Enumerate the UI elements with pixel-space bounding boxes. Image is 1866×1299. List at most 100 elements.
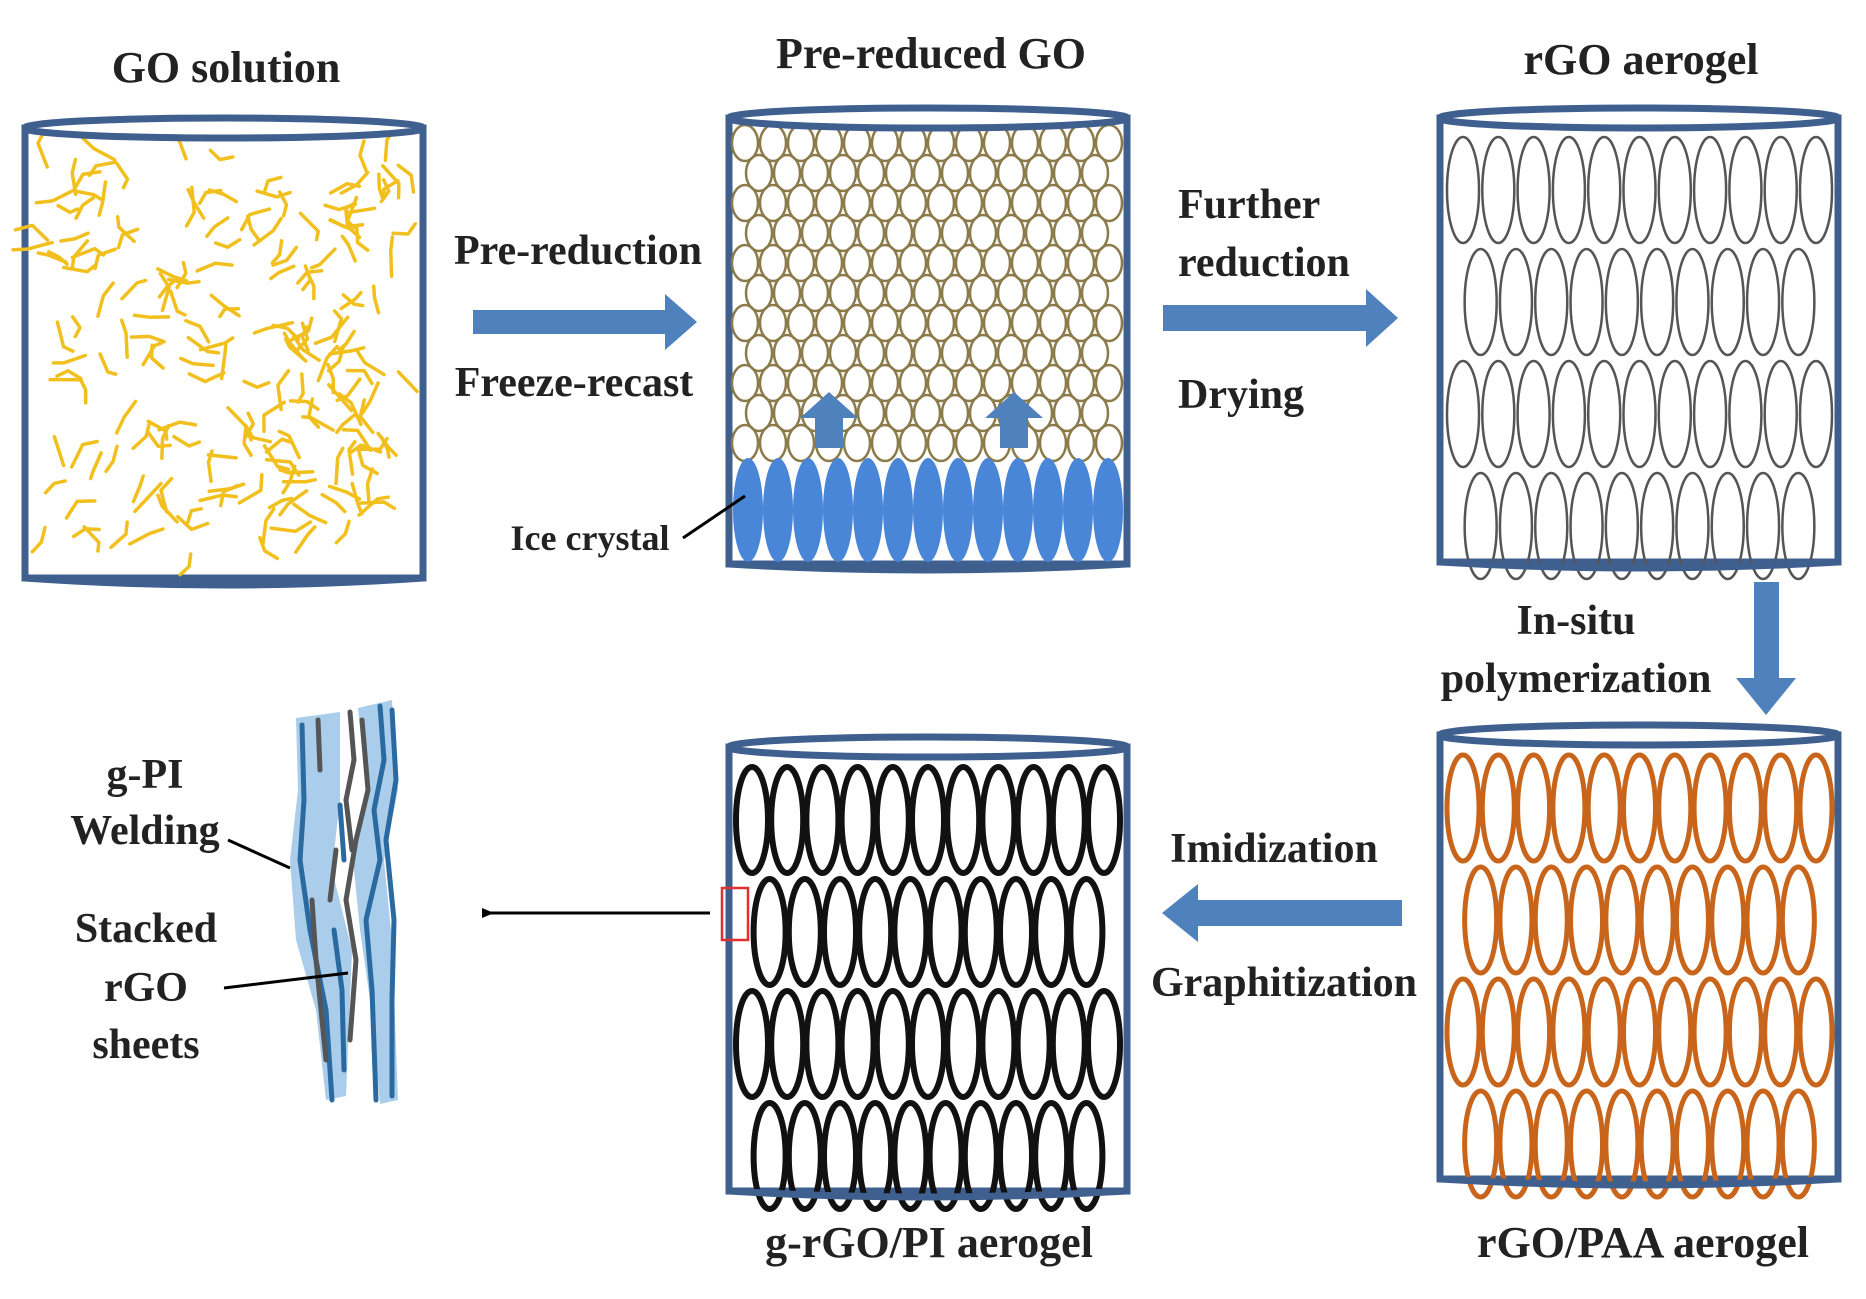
- go-flake: [262, 400, 286, 434]
- rgo-cell: [1675, 247, 1710, 357]
- pi-cell: [838, 988, 877, 1100]
- go-flake: [301, 264, 313, 292]
- pre-reduced-cell: [842, 363, 872, 403]
- pre-reduced-cell: [912, 273, 942, 313]
- go-flake: [43, 479, 67, 495]
- pre-reduced-cell: [1038, 363, 1068, 403]
- rgo-cell: [1692, 135, 1728, 245]
- title-g-rgo-pi-aerogel: g-rGO/PI aerogel: [765, 1218, 1093, 1267]
- go-flake: [172, 434, 202, 448]
- pre-reduced-cell: [730, 303, 760, 343]
- go-flake: [326, 344, 346, 373]
- pre-reduced-cell: [800, 153, 830, 193]
- pre-reduced-cell: [898, 423, 928, 463]
- go-flake: [239, 207, 272, 232]
- go-flake: [355, 226, 370, 252]
- pre-reduced-cell: [912, 213, 942, 253]
- go-flake: [377, 172, 385, 201]
- go-flake: [72, 189, 104, 202]
- go-flake: [64, 499, 97, 520]
- go-flake: [357, 495, 390, 517]
- step4-label-top: Imidization: [1170, 826, 1378, 872]
- arrow-step4: [1162, 884, 1402, 942]
- go-flake: [365, 467, 375, 503]
- pre-reduced-cell: [842, 183, 872, 223]
- rgo-cell: [1481, 135, 1516, 245]
- go-flake: [131, 423, 151, 451]
- go-flake: [80, 135, 117, 162]
- paa-cell: [1638, 864, 1676, 976]
- pi-cell: [821, 1100, 859, 1212]
- go-flake: [334, 519, 351, 545]
- pre-reduced-cell: [730, 243, 760, 283]
- pre-reduced-cell: [828, 333, 858, 373]
- pre-reduced-cell: [898, 363, 928, 403]
- paa-cell: [1515, 752, 1553, 864]
- rgo-cell: [1728, 135, 1763, 245]
- go-flake: [208, 148, 235, 162]
- pre-reduced-cell: [954, 183, 984, 223]
- rgo-cell: [1657, 135, 1693, 245]
- go-flake: [296, 372, 305, 404]
- pre-reduced-cell: [772, 213, 802, 253]
- ice-crystal: [913, 458, 943, 562]
- pre-reduced-cell: [1080, 213, 1110, 253]
- go-flake: [334, 446, 345, 486]
- pre-reduced-cell: [814, 183, 844, 223]
- go-flake: [391, 222, 418, 236]
- go-flake: [354, 347, 386, 377]
- pre-reduced-cell: [1052, 153, 1082, 193]
- pre-reduced-cell: [996, 213, 1026, 253]
- title-go-solution: GO solution: [112, 43, 341, 92]
- rgo-cell: [1445, 135, 1481, 245]
- pre-reduced-cell: [884, 273, 914, 313]
- pre-reduced-cell: [870, 303, 900, 343]
- go-flake: [141, 340, 164, 367]
- paa-cell: [1638, 1088, 1676, 1200]
- zoom-highlight-box: [720, 886, 750, 942]
- pi-cell: [768, 764, 807, 876]
- go-flake: [205, 216, 230, 239]
- pre-reduced-cell: [1010, 243, 1040, 283]
- pre-reduced-cell: [870, 363, 900, 403]
- pre-reduced-cell: [800, 273, 830, 313]
- pre-reduced-cell: [786, 423, 816, 463]
- cylinder-rgo-paa-aerogel: [1436, 721, 1842, 1200]
- go-flake: [119, 318, 129, 359]
- paa-cell: [1726, 752, 1764, 864]
- pre-reduced-cell: [772, 393, 802, 433]
- paa-cell: [1621, 752, 1658, 864]
- paa-cell: [1656, 752, 1694, 864]
- pi-cell: [926, 876, 965, 988]
- pre-reduced-cell: [1066, 363, 1096, 403]
- paa-cell: [1497, 1088, 1535, 1200]
- pre-reduced-cell: [744, 153, 774, 193]
- go-flake: [176, 514, 210, 532]
- go-flake: [209, 293, 241, 318]
- go-flake: [237, 473, 264, 505]
- pre-reduced-cell: [1052, 393, 1082, 433]
- rgo-cell: [1445, 359, 1481, 469]
- ice-crystal: [853, 458, 883, 562]
- go-flake: [131, 474, 145, 504]
- go-flake: [332, 309, 344, 344]
- arrow-step3: [1736, 582, 1796, 715]
- go-flake: [271, 245, 299, 267]
- pi-cell: [926, 1100, 965, 1212]
- pi-cell: [1049, 988, 1088, 1100]
- go-flake: [282, 331, 305, 361]
- go-flake: [270, 239, 284, 265]
- go-flake: [97, 180, 108, 217]
- go-flake: [335, 377, 362, 403]
- pre-reduced-cell: [1094, 363, 1124, 403]
- step1-label-top: Pre-reduction: [454, 228, 702, 274]
- go-flake: [46, 250, 69, 266]
- go-flake: [186, 335, 221, 355]
- rgo-cell: [1710, 247, 1745, 357]
- pi-cell: [909, 988, 947, 1100]
- pre-reduced-cell: [1024, 333, 1054, 373]
- go-flake: [218, 306, 241, 319]
- step2-label-line2: reduction: [1178, 240, 1350, 286]
- cylinder-rgo-aerogel: [1436, 104, 1842, 581]
- ice-crystal: [883, 458, 913, 562]
